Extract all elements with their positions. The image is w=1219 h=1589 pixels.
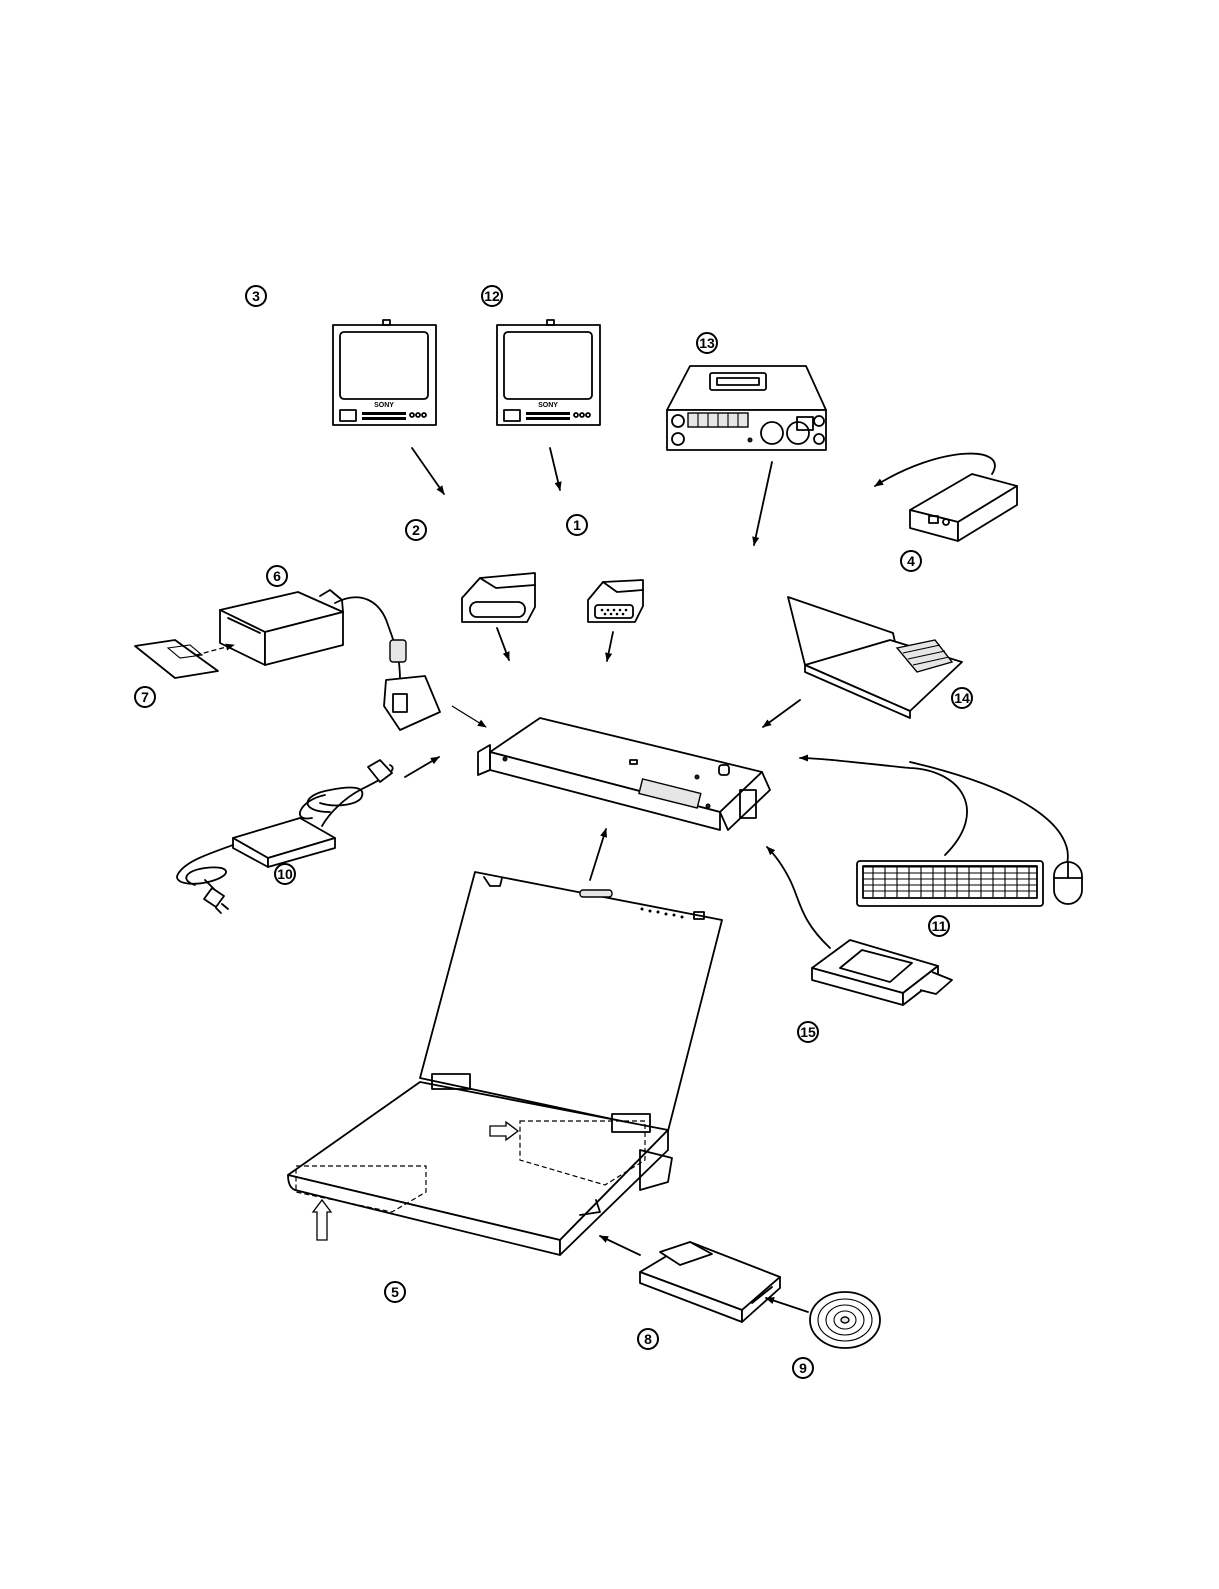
monitor-illustration-right: SONY: [497, 320, 600, 425]
arrow-monitor-left: [412, 448, 444, 494]
svg-text:3: 3: [252, 288, 260, 304]
callout-12: 12: [482, 286, 502, 306]
monitor-illustration-left: SONY: [333, 320, 436, 425]
arrow-recorder: [754, 462, 772, 545]
arrow-monitor-right: [550, 448, 560, 490]
laptop-illustration: [288, 829, 722, 1255]
svg-text:14: 14: [954, 690, 970, 706]
svg-text:7: 7: [141, 689, 149, 705]
external-box-device-illustration: [875, 454, 1017, 541]
notebook-pc-illustration: [763, 597, 962, 727]
callout-10: 10: [275, 864, 295, 884]
callout-14: 14: [952, 688, 972, 708]
svg-text:4: 4: [907, 553, 915, 569]
svg-text:9: 9: [799, 1360, 807, 1376]
callout-2: 2: [406, 520, 426, 540]
svg-text:1: 1: [573, 517, 581, 533]
svg-text:13: 13: [699, 335, 715, 351]
svg-text:8: 8: [644, 1331, 652, 1347]
cd-disc-illustration: [766, 1292, 880, 1348]
svg-text:11: 11: [932, 918, 947, 934]
callout-3: 3: [246, 286, 266, 306]
callout-1: 1: [567, 515, 587, 535]
callout-4: 4: [901, 551, 921, 571]
callout-7: 7: [135, 687, 155, 707]
cassette-recorder-illustration: [667, 366, 826, 450]
monitor-brand-label: SONY: [538, 402, 558, 409]
keyboard-mouse-illustration: [800, 758, 1082, 906]
svg-text:2: 2: [412, 522, 420, 538]
connector-adapter-illustration-2: [462, 573, 535, 660]
svg-text:6: 6: [273, 568, 281, 584]
ac-adapter-illustration: [177, 757, 439, 913]
cd-drive-illustration: [600, 1236, 780, 1322]
svg-text:12: 12: [484, 288, 500, 304]
callout-6: 6: [267, 566, 287, 586]
callout-11: 11: [929, 916, 949, 936]
callout-15: 15: [798, 1022, 818, 1042]
connector-adapter-illustration-1: [588, 580, 643, 661]
callout-8: 8: [638, 1329, 658, 1349]
callout-5: 5: [385, 1282, 405, 1302]
svg-text:5: 5: [391, 1284, 399, 1300]
callout-9: 9: [793, 1358, 813, 1378]
svg-text:10: 10: [277, 866, 293, 882]
floppy-drive-illustration: [220, 590, 486, 730]
floppy-disk-illustration: [135, 640, 234, 678]
port-replicator-illustration: [478, 718, 770, 830]
callout-13: 13: [697, 333, 717, 353]
monitor-brand-label: SONY: [374, 402, 394, 409]
svg-text:15: 15: [800, 1024, 816, 1040]
